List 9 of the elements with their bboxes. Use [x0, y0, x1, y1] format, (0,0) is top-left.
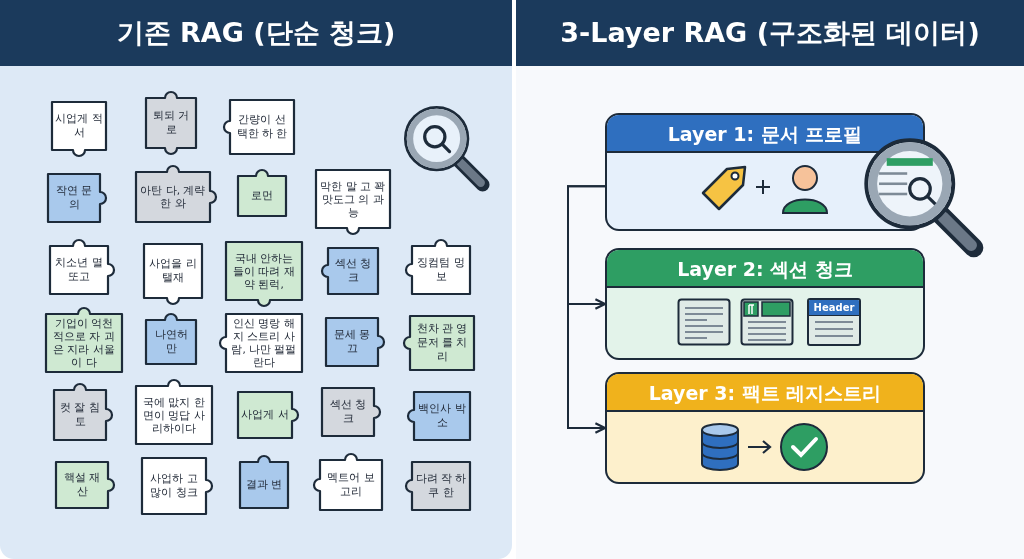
layer-box — [605, 372, 925, 484]
layer-box — [605, 248, 925, 360]
layer-header: Layer 3: 팩트 레지스트리 — [607, 374, 923, 412]
arrow — [567, 185, 607, 434]
panel-header: 기존 RAG (단순 청크) — [0, 0, 512, 66]
panel-header: 3-Layer RAG (구조화된 데이터) — [516, 0, 1024, 66]
layer-header: Layer 2: 섹션 청크 — [607, 250, 923, 288]
layer-header: Layer 1: 문서 프로필 — [607, 115, 923, 153]
header-document-icon: Header — [807, 298, 861, 346]
